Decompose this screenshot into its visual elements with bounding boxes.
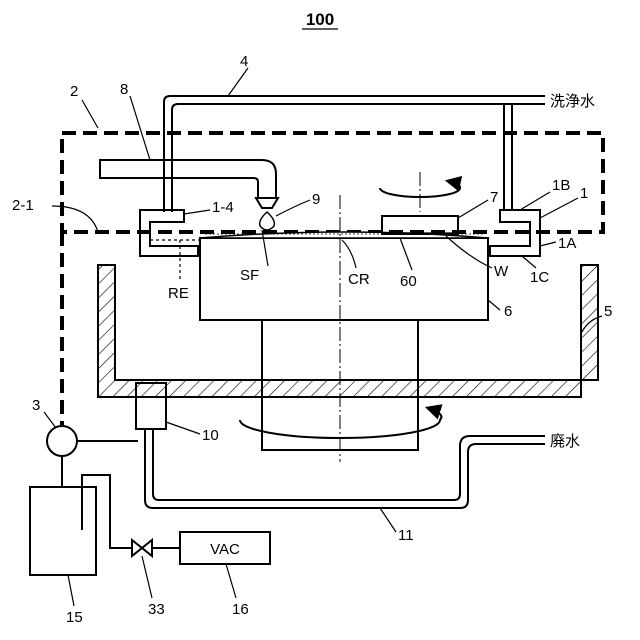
tank-15 xyxy=(30,487,96,575)
drop-9 xyxy=(260,212,275,230)
arm-8 xyxy=(100,160,276,198)
table-rotation-arrow xyxy=(240,408,441,438)
label-7: 7 xyxy=(490,189,498,206)
leader-8 xyxy=(130,96,150,160)
leader-W xyxy=(446,236,492,268)
leader-10 xyxy=(166,422,200,434)
leader-60 xyxy=(400,238,412,270)
label-15: 15 xyxy=(66,609,83,626)
label-11: 11 xyxy=(398,527,414,544)
label-1-4: 1-4 xyxy=(212,199,234,216)
label-16: 16 xyxy=(232,601,249,618)
label-RE: RE xyxy=(168,285,189,302)
leader-1B xyxy=(520,192,550,210)
label-SF: SF xyxy=(240,267,259,284)
label-3: 3 xyxy=(32,397,40,414)
leader-1C xyxy=(522,256,536,268)
leader-1 xyxy=(540,198,578,218)
label-9: 9 xyxy=(312,191,320,208)
leader-2 xyxy=(82,100,98,128)
leader-CR xyxy=(342,240,356,268)
label-33: 33 xyxy=(148,601,165,618)
leader-4 xyxy=(228,68,248,96)
label-10: 10 xyxy=(202,427,219,444)
label-6: 6 xyxy=(504,303,512,320)
label-60: 60 xyxy=(400,273,417,290)
pump-3 xyxy=(47,426,77,456)
leader-9 xyxy=(276,200,310,216)
leader-16 xyxy=(226,564,236,598)
label-4: 4 xyxy=(240,53,248,70)
leader-33 xyxy=(142,556,152,598)
leader-15 xyxy=(68,575,74,606)
pipe-4-right-branch xyxy=(504,104,512,210)
label-waste-water: 廃水 xyxy=(550,432,580,450)
vacuum-line xyxy=(82,475,132,548)
leader-1-4 xyxy=(184,210,210,214)
leader-11 xyxy=(380,508,396,532)
vac-label: VAC xyxy=(210,541,240,558)
figure-title: 100 xyxy=(306,10,334,29)
pipe-4-outer xyxy=(164,96,545,212)
label-1: 1 xyxy=(580,185,588,202)
label-W: W xyxy=(494,263,509,280)
label-2-1: 2-1 xyxy=(12,197,34,214)
leader-6 xyxy=(488,300,500,310)
leader-3 xyxy=(44,412,56,428)
nozzle xyxy=(256,198,278,208)
label-5: 5 xyxy=(604,303,612,320)
label-2: 2 xyxy=(70,83,78,100)
label-8: 8 xyxy=(120,81,128,98)
label-1C: 1C xyxy=(530,269,549,286)
label-cleaning-water: 洗浄水 xyxy=(550,93,595,110)
enclosure-2 xyxy=(62,133,603,232)
leader-2-1 xyxy=(52,206,98,232)
label-CR: CR xyxy=(348,271,370,288)
leader-1A xyxy=(540,242,556,246)
valve-33 xyxy=(132,540,152,556)
label-1A: 1A xyxy=(558,235,576,252)
label-1B: 1B xyxy=(552,177,570,194)
leader-7 xyxy=(458,200,488,218)
